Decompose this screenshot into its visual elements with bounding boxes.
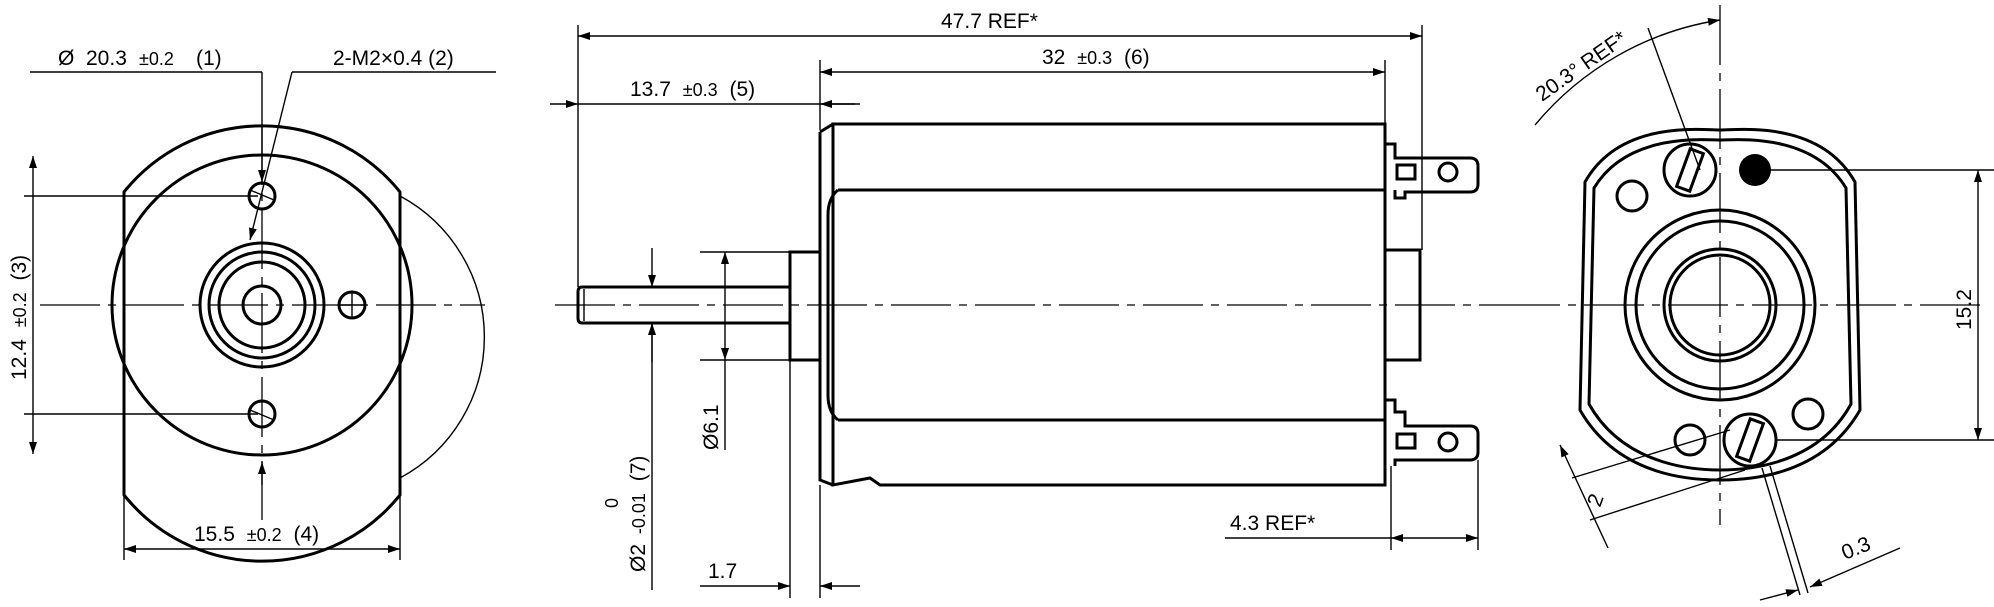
rear-polarity-dot — [1739, 154, 1771, 186]
boss-diameter-label: Ø6.1 — [700, 404, 723, 450]
front-view: Ø 20.3 ±0.2 (1) 2-M2×0.4 (2) 12.4 ±0.2 (… — [8, 47, 496, 563]
shaft-diameter: Ø2 — [627, 544, 650, 572]
dim5-label: 13.7 ±0.3 (5) — [630, 78, 755, 101]
dim1-value: 20.3 — [86, 47, 127, 70]
terminal-length-label: 4.3 REF* — [1230, 512, 1315, 535]
terminal-thickness-label: 0.3 — [1838, 532, 1874, 564]
rear-vent-hole-left-top — [1615, 179, 1649, 213]
rear-vent-hole-left-bottom — [1673, 423, 1707, 457]
dim5-ref: (5) — [729, 78, 755, 101]
dim6-value: 32 — [1042, 46, 1065, 69]
dim1-diameter-symbol: Ø — [58, 47, 74, 70]
dim6-label: 32 ±0.3 (6) — [1042, 46, 1150, 69]
shaft-diameter-label: Ø2 -0.01 (7) — [627, 456, 650, 572]
shaft-ref: (7) — [627, 456, 650, 482]
terminal-width-label: 2 — [1583, 491, 1609, 510]
dim2-thread-label: 2-M2×0.4 (2) — [333, 47, 454, 70]
dim6-ref: (6) — [1124, 46, 1150, 69]
dim4-value: 15.5 — [194, 523, 235, 546]
dim5-tolerance: ±0.3 — [683, 80, 718, 100]
terminal-spacing-label: 15.2 — [1953, 289, 1976, 330]
overall-length-label: 47.7 REF* — [941, 10, 1038, 33]
side-terminal-bottom — [1385, 398, 1480, 466]
side-view: 47.7 REF* 32 ±0.3 (6) 13.7 ±0.3 (5) Ø6.1… — [550, 10, 1500, 598]
dim5-value: 13.7 — [630, 78, 671, 101]
dim4-tolerance: ±0.2 — [247, 525, 282, 545]
rear-view: 20.3° REF* 15.2 2 0.3 — [1500, 5, 1994, 601]
side-front-boss — [788, 250, 822, 362]
dim1-ref: (1) — [196, 47, 222, 70]
front-phantom-arc — [399, 195, 485, 479]
angle-label: 20.3° REF* — [1532, 27, 1631, 106]
dim3-ref: (3) — [8, 255, 31, 281]
dim1-tolerance: ±0.2 — [139, 49, 174, 69]
rear-outline-inner — [1587, 138, 1853, 472]
side-terminal-top — [1385, 142, 1480, 200]
dim3-value: 12.4 — [8, 339, 31, 380]
dim4-label: 15.5 ±0.2 (4) — [194, 523, 319, 546]
boss-length-label: 1.7 — [708, 560, 737, 583]
dim3-label: 12.4 ±0.2 (3) — [8, 255, 31, 380]
dim6-tolerance: ±0.3 — [1077, 48, 1112, 68]
shaft-tol-upper: 0 — [602, 498, 622, 508]
dim4-ref: (4) — [293, 523, 319, 546]
rear-vent-hole-right-bottom — [1791, 397, 1825, 431]
shaft-tol-lower: -0.01 — [629, 493, 649, 534]
dim3-tolerance: ±0.2 — [10, 292, 30, 327]
rear-outline-outer — [1578, 127, 1862, 482]
